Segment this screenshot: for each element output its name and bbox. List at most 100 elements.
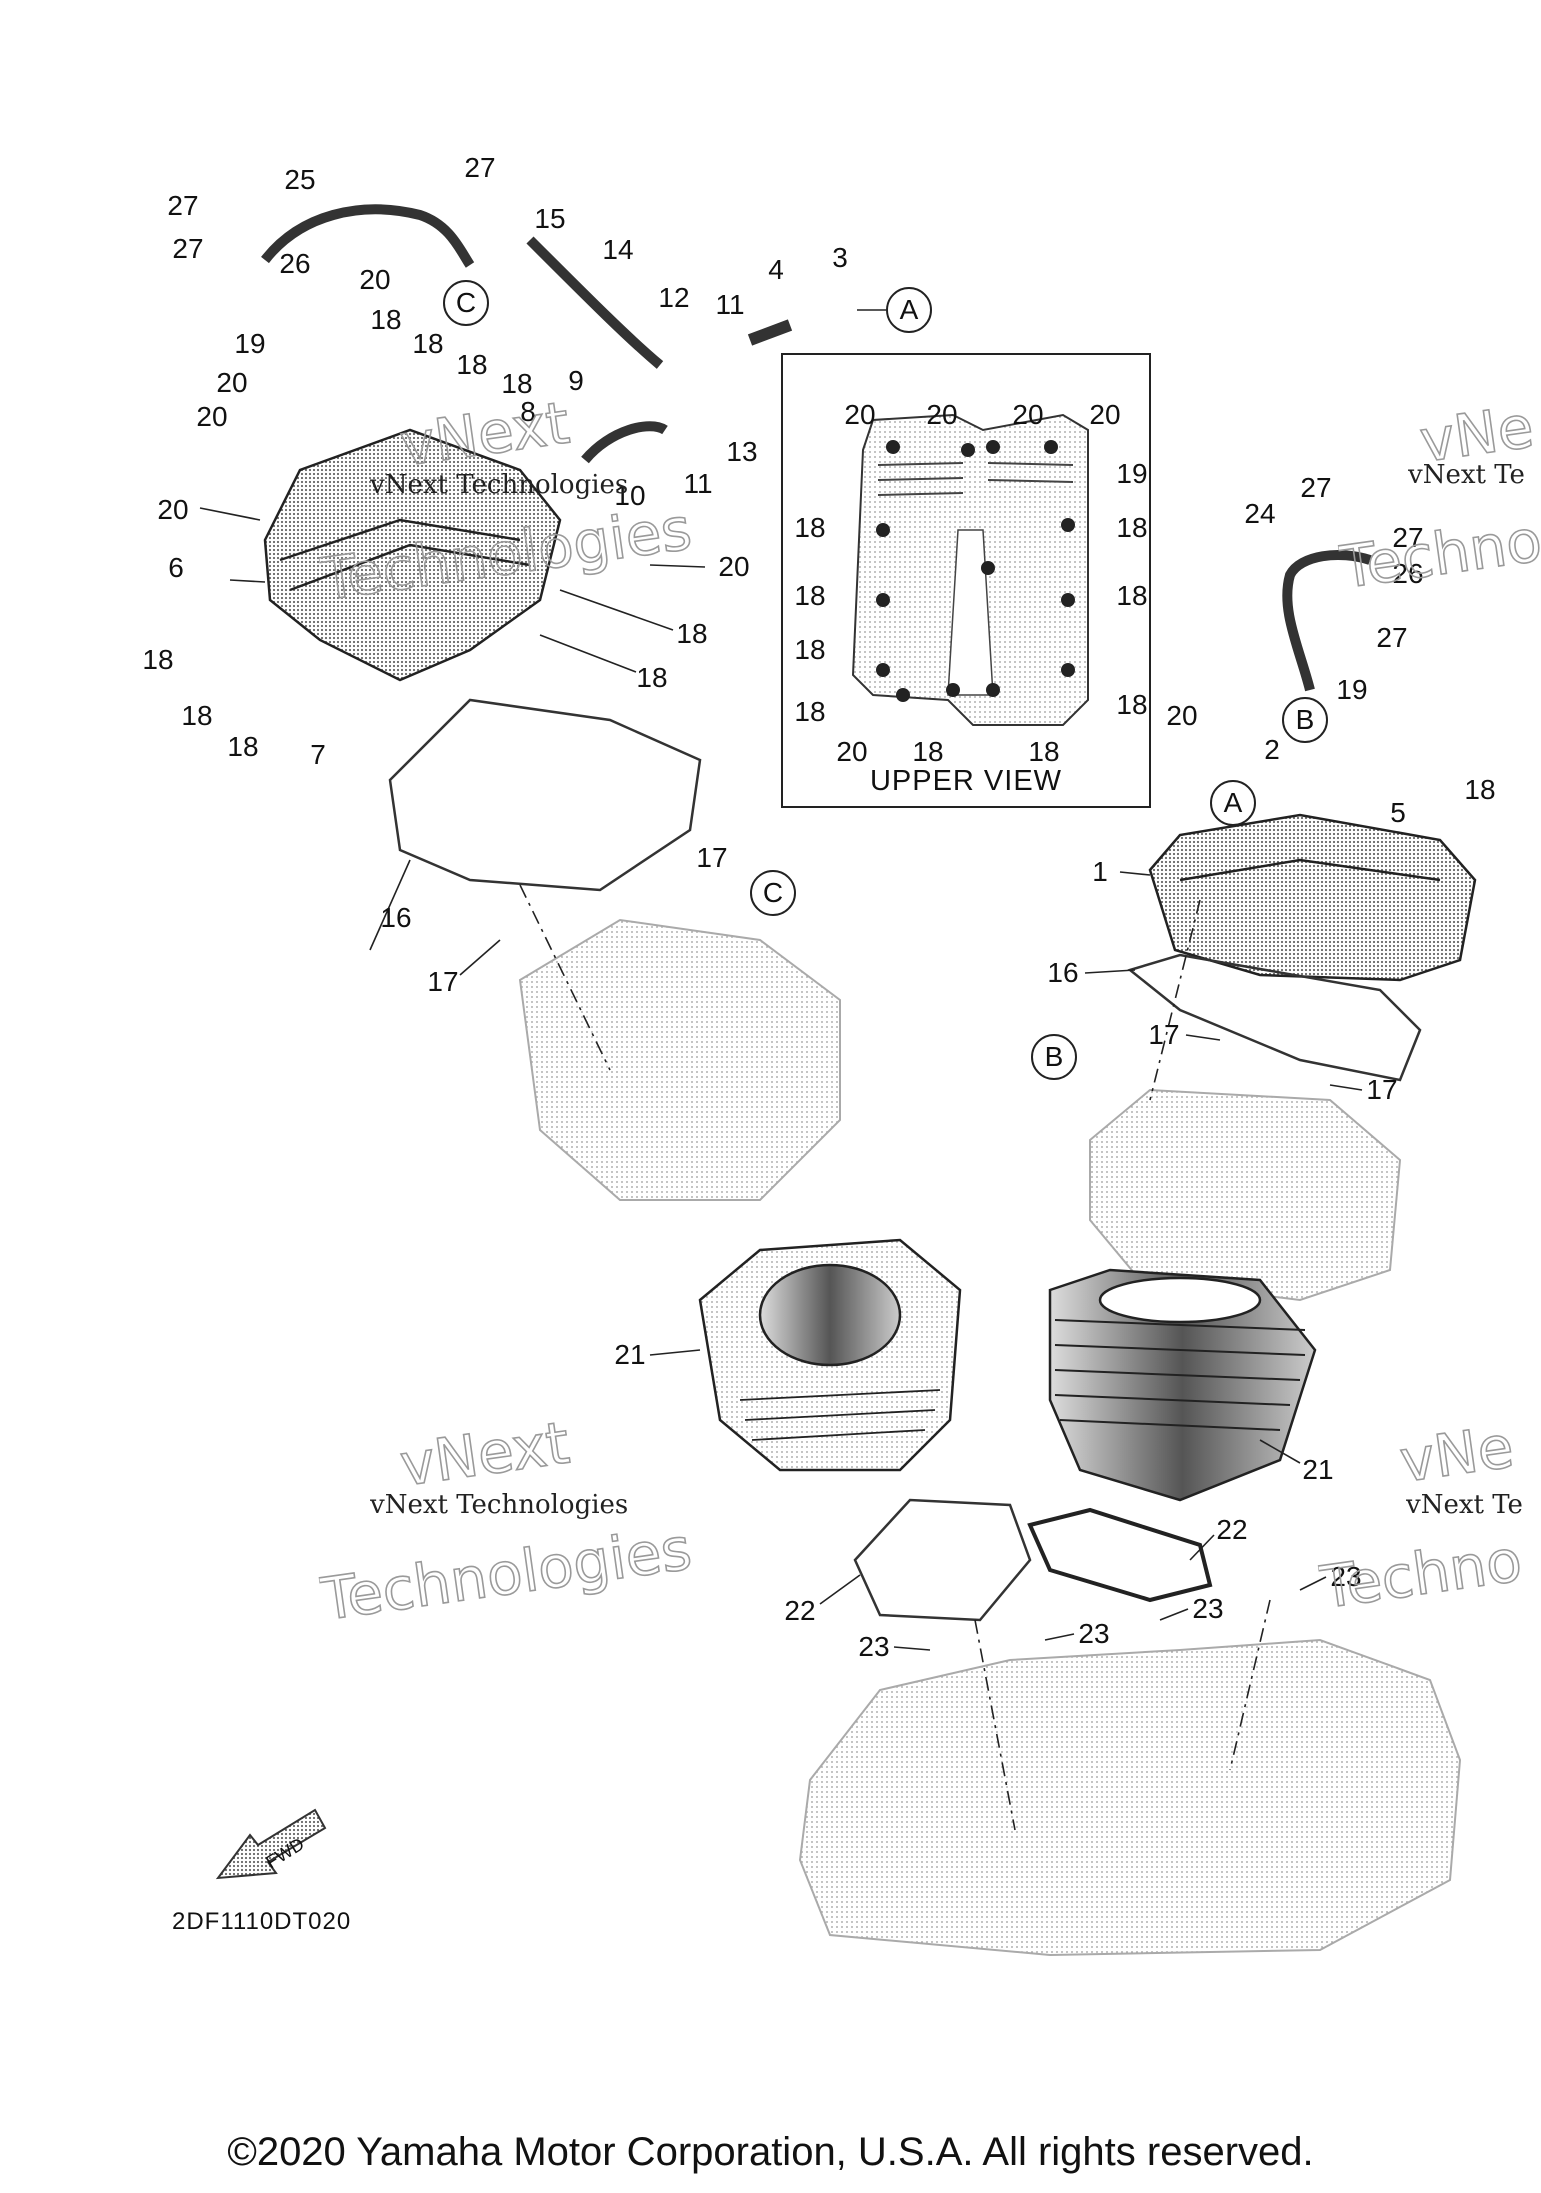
part-label-23: 23 [1330, 1561, 1362, 1592]
cylinder-head-right [1089, 1088, 1402, 1302]
rocker-cover-right [1148, 813, 1477, 982]
part-label-18: 18 [412, 328, 444, 359]
part-label-16: 16 [380, 902, 412, 933]
part-label-23: 23 [1078, 1618, 1110, 1649]
part-label-22: 22 [784, 1595, 816, 1626]
part-label-21: 21 [614, 1339, 646, 1370]
watermark-text: vNext Te [1406, 1490, 1523, 1520]
part-label-20: 20 [359, 264, 391, 295]
upper-view-title: UPPER VIEW [869, 765, 1063, 797]
base-gasket-left [853, 1498, 1032, 1622]
hose-14 [526, 236, 664, 369]
upper-view-label-18: 18 [1028, 736, 1060, 767]
part-label-27: 27 [1300, 472, 1332, 503]
upper-view-label-18: 18 [1116, 512, 1148, 543]
upper-view-label-20: 20 [836, 736, 868, 767]
cylinder-front [1048, 1268, 1317, 1502]
part-label-26: 26 [279, 248, 311, 279]
watermark-text: vNext Te [1408, 460, 1525, 490]
upper-view-label-18: 18 [1116, 580, 1148, 611]
part-label-18: 18 [142, 644, 174, 675]
part-label-11: 11 [715, 289, 745, 320]
upper-view-label-18: 18 [1116, 689, 1148, 720]
upper-view-label-20: 20 [1089, 399, 1121, 430]
upper-view-label-20: 20 [1012, 399, 1044, 430]
upper-view-label-19: 19 [1116, 458, 1148, 489]
part-label-13: 13 [726, 436, 758, 467]
part-label-27: 27 [167, 190, 199, 221]
part-label-27: 27 [464, 152, 496, 183]
callout-A: A [886, 287, 932, 333]
part-label-27: 27 [172, 233, 204, 264]
copyright-notice: ©2020 Yamaha Motor Corporation, U.S.A. A… [227, 2130, 1314, 2174]
part-label-19: 19 [1336, 674, 1368, 705]
hose-4 [747, 319, 793, 346]
part-label-20: 20 [157, 494, 189, 525]
part-label-18: 18 [676, 618, 708, 649]
callout-B: B [1282, 697, 1328, 743]
upper-view-label-18: 18 [794, 634, 826, 665]
part-label-22: 22 [1216, 1514, 1248, 1545]
upper-view-label-20: 20 [844, 399, 876, 430]
callout-A: A [1210, 780, 1256, 826]
part-label-17: 17 [1148, 1019, 1180, 1050]
part-label-1: 1 [1092, 856, 1108, 887]
part-label-7: 7 [310, 739, 326, 770]
hose-24 [1282, 550, 1372, 692]
part-label-8: 8 [520, 396, 536, 427]
watermark-text: vNext Technologies [370, 470, 629, 500]
part-label-5: 5 [1390, 797, 1406, 828]
cylinder-rear [698, 1238, 962, 1472]
upper-view-label-20: 20 [926, 399, 958, 430]
part-label-18: 18 [370, 304, 402, 335]
callout-B: B [1031, 1034, 1077, 1080]
upper-view-artwork [851, 413, 1089, 726]
cylinder-head-left [518, 918, 841, 1201]
diagram-code: 2DF1110DT020 [172, 1908, 352, 1935]
hose-25 [261, 204, 475, 268]
part-label-20: 20 [1166, 700, 1198, 731]
leader-lines [199, 309, 1363, 1831]
part-label-11: 11 [683, 468, 713, 499]
gasket-right [1127, 953, 1422, 1082]
part-label-18: 18 [456, 349, 488, 380]
upper-view-label-18: 18 [794, 580, 826, 611]
base-gasket-right [1027, 1507, 1213, 1603]
part-label-18: 18 [501, 368, 533, 399]
upper-view-label-18: 18 [794, 696, 826, 727]
part-label-3: 3 [832, 242, 848, 273]
part-label-12: 12 [658, 282, 690, 313]
part-label-16: 16 [1047, 957, 1079, 988]
part-label-10: 10 [614, 480, 646, 511]
part-label-9: 9 [568, 365, 584, 396]
callout-C: C [443, 280, 489, 326]
part-label-15: 15 [534, 203, 566, 234]
part-label-18: 18 [636, 662, 668, 693]
part-label-18: 18 [181, 700, 213, 731]
hose-10 [581, 421, 668, 464]
part-label-26: 26 [1392, 558, 1424, 589]
watermark-text: vNext Technologies [370, 1490, 629, 1520]
part-label-23: 23 [1192, 1593, 1224, 1624]
upper-view-label-18: 18 [794, 512, 826, 543]
part-label-20: 20 [216, 367, 248, 398]
part-label-27: 27 [1376, 622, 1408, 653]
part-label-17: 17 [427, 966, 459, 997]
part-label-27: 27 [1392, 522, 1424, 553]
rocker-cover-left [263, 428, 562, 682]
part-label-4: 4 [768, 254, 784, 285]
part-label-18: 18 [227, 731, 259, 762]
part-label-17: 17 [696, 842, 728, 873]
crankcase [798, 1638, 1462, 1957]
upper-view-inset: 20 20 20 20 19 18 18 18 18 18 18 18 20 18 18 UPPER VIE… [781, 353, 1151, 808]
part-label-20: 20 [196, 401, 228, 432]
fwd-arrow-icon [215, 1808, 327, 1880]
part-label-18: 18 [1464, 774, 1496, 805]
part-label-21: 21 [1302, 1454, 1334, 1485]
part-label-19: 19 [234, 328, 266, 359]
part-label-25: 25 [284, 164, 316, 195]
upper-view-label-18: 18 [912, 736, 944, 767]
part-label-23: 23 [858, 1631, 890, 1662]
